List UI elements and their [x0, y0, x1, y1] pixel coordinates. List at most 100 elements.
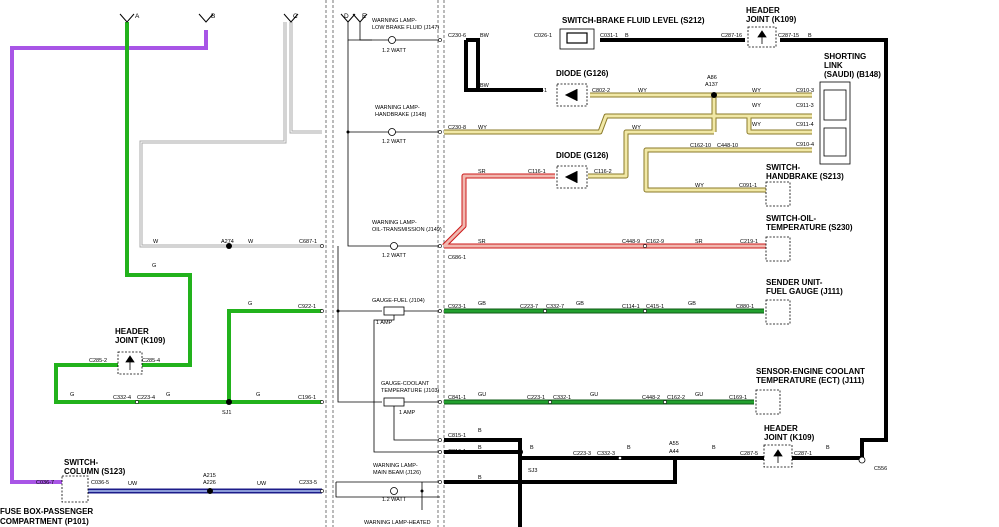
connector-label: C911-3	[796, 103, 814, 109]
shorting-link-inner-1	[823, 89, 847, 121]
connector-label: A215	[203, 473, 216, 479]
connector-label: C116-1	[528, 169, 546, 175]
wire-code: SR	[478, 239, 486, 245]
connector-label: C287-15	[778, 33, 799, 39]
wire-code: W	[248, 239, 254, 245]
wire-code: WY	[478, 125, 487, 131]
connector-label: C448-10	[717, 143, 738, 149]
wire-code: B	[826, 445, 830, 451]
connector-label: C091-1	[739, 183, 757, 189]
column-label-b: B	[211, 13, 215, 20]
connector-label: C233-5	[299, 480, 317, 486]
wire-code: B	[808, 33, 812, 39]
connector-label: C287-5	[740, 451, 758, 457]
coolant-gauge-subtitle: TEMPERATURE (J103)	[381, 388, 439, 394]
wire-code: BW	[480, 83, 490, 89]
wire-code: B	[530, 445, 534, 451]
wire-code-labels: BW B B BW WY WY WY WY WY WY WY SR SR SR …	[70, 33, 830, 487]
connector-label: SJ3	[528, 468, 537, 474]
wire-green-fuel	[227, 309, 322, 402]
trans-lamp-symbol	[390, 242, 398, 250]
connector-label: C031-1	[600, 33, 618, 39]
trans-lamp-subtitle: OIL-TRANSMISSION (J149)	[372, 227, 442, 233]
header-left-line2: JOINT (K109)	[115, 336, 166, 345]
wire-code: G	[70, 392, 74, 398]
connector-label: C332-3	[597, 451, 615, 457]
sw-oil-box	[765, 236, 791, 262]
connector-label: C332-1	[553, 395, 571, 401]
fluid-lamp-rating: 1.2 WATT	[382, 48, 407, 54]
connector-labels: C230-6 C026-1 C031-1 C287-16 C287-15 C80…	[36, 33, 887, 486]
wire-code: B	[627, 445, 631, 451]
connector-label: C448-2	[642, 395, 660, 401]
diode2-icon	[564, 171, 578, 183]
connector-label: A137	[705, 82, 718, 88]
diode1-icon	[564, 89, 578, 101]
wire-purple	[10, 30, 208, 484]
connector-label: C169-1	[729, 395, 747, 401]
wire-grey-w	[139, 22, 322, 248]
sw-oil-line2: TEMPERATURE (S230)	[766, 223, 853, 232]
connector-label: C116-2	[594, 169, 612, 175]
divider-lines	[325, 0, 445, 527]
wire-code: G	[256, 392, 260, 398]
connector-label: C923-1	[448, 304, 466, 310]
connector-label: C230-6	[448, 33, 466, 39]
connector-pins	[135, 38, 667, 493]
sw-handbrake-box	[765, 181, 791, 207]
wire-code: B	[478, 445, 482, 451]
wire-code: B	[478, 475, 482, 481]
header-bottom-arrow-icon	[773, 449, 783, 463]
connector-label: C556	[874, 466, 887, 472]
connector-label: C841-1	[448, 395, 466, 401]
fuse-box-line1: FUSE BOX-PASSENGER	[0, 507, 93, 516]
connector-label: C910-3	[796, 88, 814, 94]
handbrake-lamp-rating: 1.2 WATT	[382, 139, 407, 145]
connector-label: C230-8	[448, 125, 466, 131]
shorting-link-line1: SHORTING	[824, 52, 866, 61]
connector-label: C036-5	[91, 480, 109, 486]
connector-label: C223-1	[527, 395, 545, 401]
fuel-gauge-rating: 1 AMP	[376, 320, 393, 326]
connector-label: C802-1	[529, 88, 547, 94]
fuel-gauge-symbol	[383, 306, 405, 316]
wire-code: UW	[257, 481, 267, 487]
wire-code: B	[712, 445, 716, 451]
wire-green-a	[125, 22, 192, 367]
connector-label: C114-1	[622, 304, 640, 310]
handbrake-lamp-symbol	[388, 128, 396, 136]
header-top-line2: JOINT (K109)	[746, 15, 797, 24]
fuse-box-line2: COMPARTMENT (P101)	[0, 517, 89, 526]
connector-label: C816-1	[448, 449, 466, 455]
wire-code: WY	[752, 122, 761, 128]
sensor-coolant-box	[755, 389, 781, 415]
wire-code: GU	[695, 392, 703, 398]
fuel-gauge-title: GAUGE-FUEL (J104)	[372, 298, 425, 304]
column-label-d: D	[344, 13, 349, 20]
wire-code: WY	[638, 88, 647, 94]
column-label-e: E	[362, 13, 367, 20]
wire-grey-c-inner	[290, 22, 322, 133]
connector-label: A44	[669, 449, 679, 455]
connector-label: C233-2	[448, 480, 466, 486]
connector-label: C219-1	[740, 239, 758, 245]
switch-column-line2: COLUMN (S123)	[64, 467, 126, 476]
coolant-gauge-rating: 1 AMP	[399, 410, 416, 416]
wire-grey-c	[289, 22, 322, 134]
column-label-a: A	[135, 13, 140, 20]
connector-label: A274	[221, 239, 234, 245]
wire-grey-w-inner	[140, 22, 322, 247]
wire-dark-green	[444, 308, 764, 405]
connector-label: C285-2	[89, 358, 107, 364]
connector-label: C880-1	[736, 304, 754, 310]
brake-switch-title: SWITCH-BRAKE FLUID LEVEL (S212)	[562, 16, 705, 25]
wire-code: GB	[576, 301, 584, 307]
handbrake-lamp-title: WARNING LAMP-	[375, 105, 420, 111]
mainbeam-lamp-subtitle: MAIN BEAM (J126)	[373, 470, 421, 476]
wire-code: WY	[752, 88, 761, 94]
wire-code: G	[166, 392, 170, 398]
sensor-coolant-line2: TEMPERATURE (ECT) (J111)	[756, 376, 865, 385]
wire-black	[444, 38, 888, 527]
ground-c556-icon	[858, 456, 866, 464]
